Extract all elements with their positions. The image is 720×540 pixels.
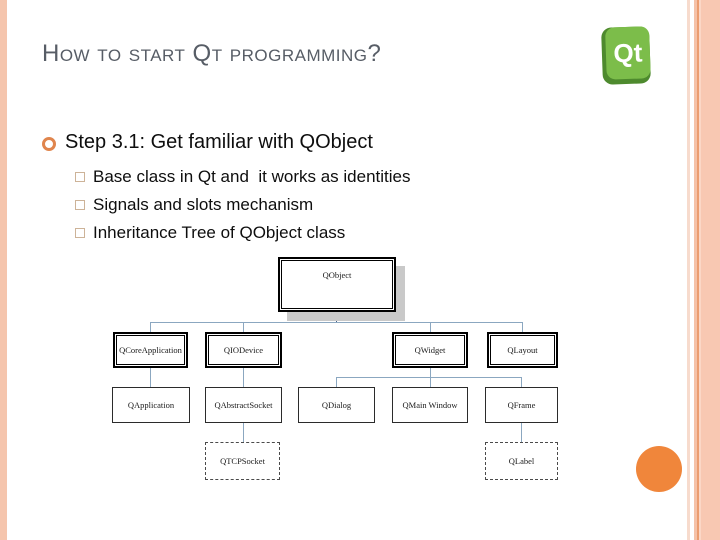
tree-connector-line	[430, 368, 431, 377]
tree-node-qiodevice: QIODevice	[205, 332, 282, 368]
sub-bullet-text: Inheritance Tree of QObject class	[93, 223, 346, 242]
tree-connector-line	[243, 423, 244, 442]
list-item: Base class in Qt and it works as identit…	[75, 167, 410, 187]
step-heading: Step 3.1: Get familiar with QObject	[65, 131, 373, 153]
square-bullet-icon	[75, 200, 85, 210]
tree-node-qlayout: QLayout	[487, 332, 558, 368]
tree-connector-line	[243, 322, 244, 332]
decorative-orange-circle	[636, 446, 682, 492]
tree-connector-line	[150, 322, 523, 323]
tree-node-qwidget: QWidget	[392, 332, 468, 368]
tree-connector-line	[522, 322, 523, 332]
list-item: Signals and slots mechanism	[75, 195, 410, 215]
sub-bullet-text: Base class in Qt and it works as identit…	[93, 167, 411, 186]
slide-title: How to start Qt programming?	[42, 40, 382, 67]
square-bullet-icon	[75, 228, 85, 238]
tree-node-qobject: QObject	[278, 257, 396, 312]
tree-connector-line	[243, 368, 244, 387]
tree-connector-line	[150, 368, 151, 387]
tree-connector-line	[430, 377, 431, 387]
right-edge-stripe	[699, 0, 701, 540]
right-edge-stripe-accent	[697, 0, 699, 540]
right-edge-stripe	[701, 0, 720, 540]
right-edge-stripe	[687, 0, 690, 540]
tree-connector-line	[521, 377, 522, 387]
tree-node-qapplication: QApplication	[112, 387, 190, 423]
tree-node-qframe: QFrame	[485, 387, 558, 423]
tree-node-qtcpsocket: QTCPSocket	[205, 442, 280, 480]
left-edge-stripe	[0, 0, 7, 540]
sub-bullet-list: Base class in Qt and it works as identit…	[75, 167, 410, 251]
ring-bullet-icon	[42, 137, 56, 151]
tree-node-qlabel: QLabel	[485, 442, 558, 480]
tree-node-qmain-window: QMain Window	[392, 387, 468, 423]
step-bullet-row: Step 3.1: Get familiar with QObject	[42, 131, 373, 154]
tree-connector-line	[150, 322, 151, 332]
tree-connector-line	[336, 377, 337, 387]
square-bullet-icon	[75, 172, 85, 182]
tree-node-qcoreapplication: QCoreApplication	[113, 332, 188, 368]
list-item: Inheritance Tree of QObject class	[75, 223, 410, 243]
right-edge-stripe	[694, 0, 697, 540]
tree-connector-line	[521, 423, 522, 442]
tree-connector-line	[336, 377, 522, 378]
tree-node-qdialog: QDialog	[298, 387, 375, 423]
tree-connector-line	[430, 322, 431, 332]
tree-connector-line	[336, 312, 337, 322]
sub-bullet-text: Signals and slots mechanism	[93, 195, 314, 214]
tree-node-qabstractsocket: QAbstractSocket	[205, 387, 282, 423]
